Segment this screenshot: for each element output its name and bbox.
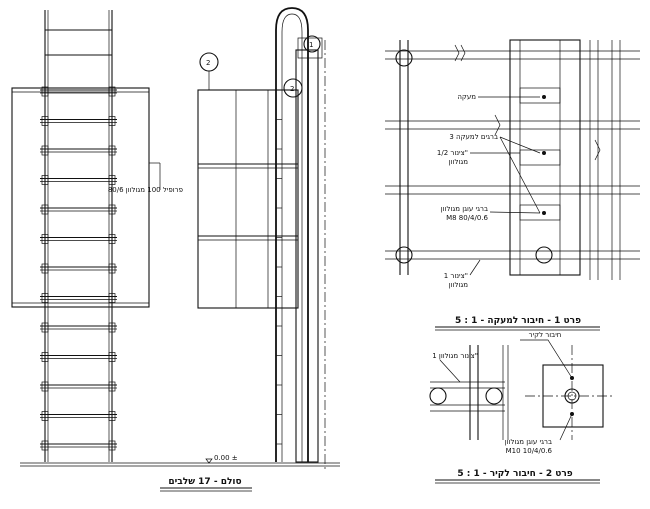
ladder-rungs: [40, 86, 117, 451]
anchor-bolt: [564, 388, 580, 404]
rung-bolt: [41, 411, 49, 421]
label-d2-bolt-1: ברגי עוגן מגולוון: [505, 438, 552, 446]
rung-bolt: [108, 381, 116, 392]
rung-bolt: [41, 381, 49, 392]
rung-bolt: [108, 352, 116, 362]
label-wall-anchor: חיבור לקיר: [529, 331, 562, 339]
detail-2-title: פרט 2 - חיבור לקיר - 1 : 5: [457, 469, 572, 479]
rung-bolt: [41, 352, 49, 362]
rung-bolt: [41, 116, 49, 126]
ladder-side-view: 1 2 2 פרופיל 100 מגולוון 80/6 0.00 ± סול…: [108, 7, 326, 492]
label-d2-bolt-2: M10 10/4/0.6: [506, 447, 553, 455]
rung-bolt: [108, 86, 116, 97]
section-marker-label: 2: [206, 59, 210, 67]
grating-block: [509, 39, 581, 276]
rung-bolt: [41, 293, 49, 303]
label-pipe-2: מגולוון: [449, 158, 468, 166]
detail-marker-2: [283, 78, 303, 98]
rung-bolt: [108, 322, 116, 333]
rung-bolt: [108, 175, 116, 185]
label-pipe2-1: צינור 1": [444, 272, 468, 280]
detail-marker-1-label: 1: [309, 41, 313, 49]
ladder-back-frame: [11, 87, 150, 308]
rung-bolt: [41, 204, 49, 215]
rung-bolt: [108, 204, 116, 215]
label-grating: מעקה: [457, 93, 476, 101]
label-pipe-1: צינור 1/2": [437, 149, 468, 157]
rung-bolt: [41, 234, 49, 244]
wall-post: [295, 49, 319, 463]
rung-bolt: [41, 145, 49, 156]
rung-bolt: [108, 293, 116, 303]
rung-bolt: [108, 440, 116, 451]
detail-2: חיבור לקיר צינור מגולוון 1" ברגי עוגן מג…: [429, 331, 615, 484]
label-pipe2-2: מגולוון: [449, 281, 468, 289]
detail-1: מעקה 3 ברגים למעקה צינור 1/2" מגולוון בר…: [385, 39, 640, 331]
rung-bolt: [108, 145, 116, 156]
rung-bolt: [41, 322, 49, 333]
side-frame: [197, 89, 299, 309]
floor-level-label: 0.00 ±: [214, 454, 238, 462]
label-bolts: 3 ברגים למעקה: [449, 133, 498, 141]
rung-bolt: [108, 411, 116, 421]
rung-bolt: [108, 263, 116, 274]
label-d2-pipe: צינור מגולוון 1": [432, 352, 478, 360]
ladder-title: סולם - 17 שלבים: [168, 477, 241, 487]
detail-1-title: פרט 1 - חיבור למעקה - 1 : 5: [455, 316, 581, 326]
rung-bolt: [41, 175, 49, 185]
beam-note: פרופיל 100 מגולוון 80/6: [108, 186, 183, 194]
rung-bolt: [41, 86, 49, 97]
ladder-front-view: [11, 10, 340, 467]
label-bolt-1: ברגי עוגן מגולוון: [441, 205, 488, 213]
label-bolt-2: M8 80/4/0.6: [446, 214, 488, 222]
detail-marker-1: [303, 35, 321, 53]
rung-bolt: [41, 263, 49, 274]
detail-marker-2-label: 2: [290, 85, 294, 93]
rung-bolt: [41, 440, 49, 451]
rung-bolt: [108, 234, 116, 244]
rung-bolt: [108, 116, 116, 126]
